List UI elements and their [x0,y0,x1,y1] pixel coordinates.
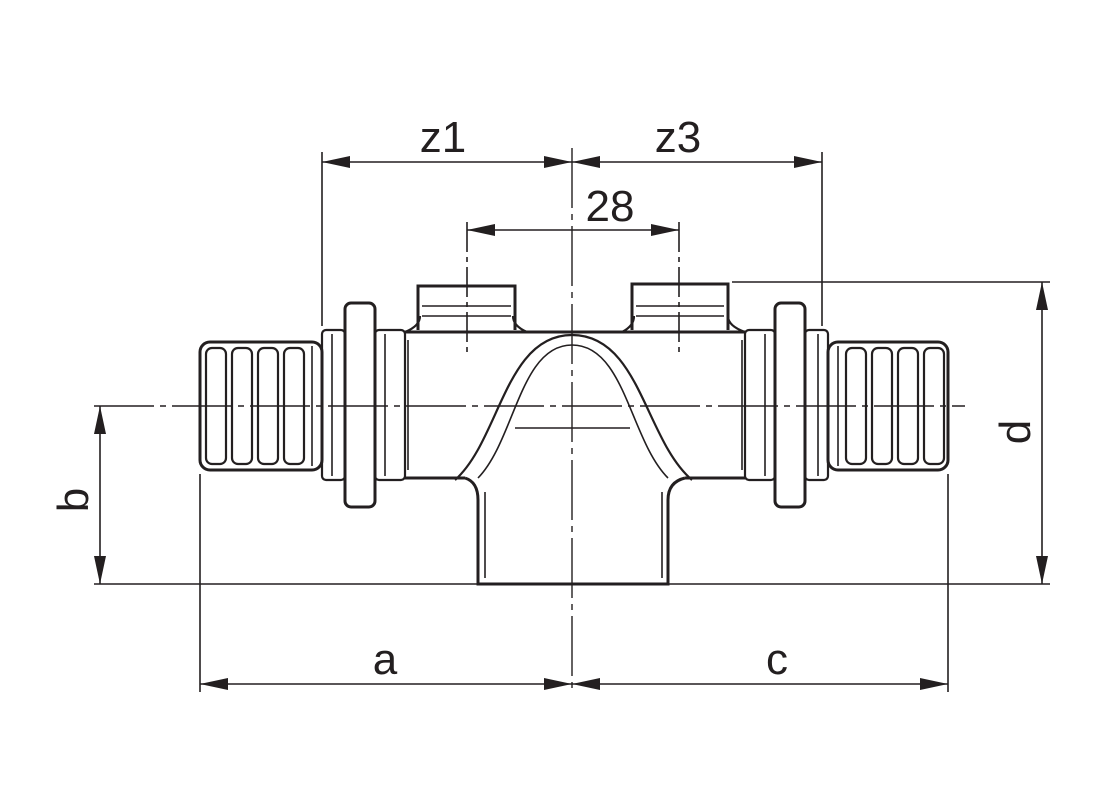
dimension-label-b: b [49,488,98,512]
dimension-c: c [572,635,948,690]
dimension-label-z1: z1 [420,113,466,162]
dimension-label-c: c [766,635,788,684]
dimension-b: b [49,406,106,584]
right-flange [743,301,830,509]
left-flange [320,301,407,509]
dimension-z1: z1 [322,113,572,168]
dimension-label-28: 28 [586,182,635,231]
dimension-d: d [991,282,1048,584]
right-top-port [621,282,746,334]
fitting-body [405,330,745,586]
extension-lines [94,152,1050,692]
left-top-port [404,284,528,334]
center-lines [94,148,965,692]
dimension-label-d: d [991,420,1040,444]
dimension-label-z3: z3 [655,113,701,162]
dimension-z3: z3 [572,113,822,168]
dimension-label-a: a [373,635,398,684]
dimension-28: 28 [467,182,679,236]
dimension-a: a [200,635,572,690]
